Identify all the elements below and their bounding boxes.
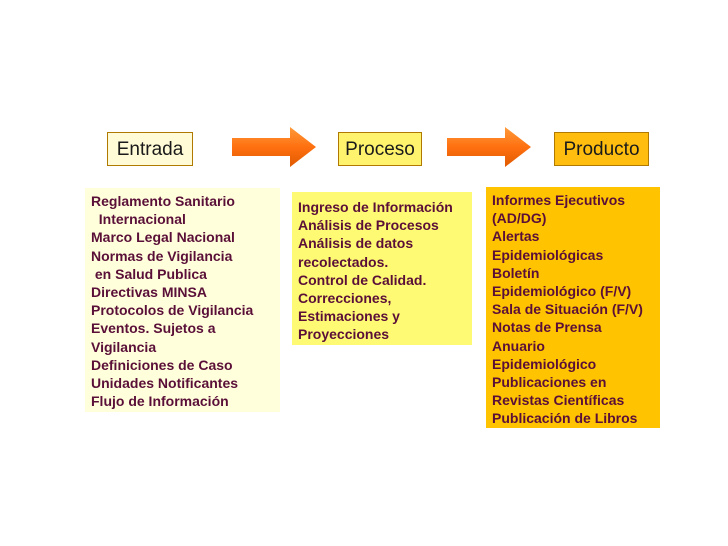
producto-item: Revistas Científicas xyxy=(492,392,625,409)
producto-item: Publicaciones en xyxy=(492,374,607,391)
producto-item: Epidemiológico xyxy=(492,355,597,372)
producto-item: Publicación de Libros xyxy=(492,410,638,427)
entrada-item: Internacional xyxy=(91,211,186,228)
entrada-item: Protocolos de Vigilancia xyxy=(91,302,254,319)
producto-item: Anuario xyxy=(492,337,545,354)
proceso-box: Ingreso de Información Análisis de Proce… xyxy=(292,192,472,345)
proceso-item: Correcciones, xyxy=(298,290,392,307)
entrada-item: Eventos. Sujetos a xyxy=(91,320,216,337)
header-producto: Producto xyxy=(554,132,649,166)
proceso-item: Proyecciones xyxy=(298,326,390,343)
entrada-item: Normas de Vigilancia xyxy=(91,247,233,264)
proceso-item: Análisis de Procesos xyxy=(298,217,439,234)
entrada-box: Reglamento Sanitario Internacional Marco… xyxy=(85,188,280,412)
producto-item: Informes Ejecutivos xyxy=(492,192,626,208)
entrada-item: Reglamento Sanitario xyxy=(91,193,235,209)
producto-item: Boletín xyxy=(492,264,540,281)
producto-item: Alertas xyxy=(492,228,540,245)
header-proceso: Proceso xyxy=(338,132,422,166)
producto-item: Epidemiológicas xyxy=(492,246,604,263)
arrow-right-icon xyxy=(232,127,316,167)
arrow-right-icon xyxy=(447,127,531,167)
proceso-item: recolectados. xyxy=(298,253,389,270)
producto-box: Informes Ejecutivos (AD/DG) Alertas Epid… xyxy=(486,187,660,428)
producto-item: (AD/DG) xyxy=(492,210,547,227)
entrada-item: Directivas MINSA xyxy=(91,284,207,301)
entrada-item: Unidades Notificantes xyxy=(91,375,239,392)
entrada-item: en Salud Publica xyxy=(91,265,207,282)
producto-item: Epidemiológico (F/V) xyxy=(492,283,632,300)
entrada-item: Vigilancia xyxy=(91,338,157,355)
proceso-item: Análisis de datos xyxy=(298,235,414,252)
entrada-item: Flujo de Información xyxy=(91,393,229,410)
proceso-item: Control de Calidad. xyxy=(298,271,427,288)
proceso-item: Estimaciones y xyxy=(298,308,400,325)
producto-item: Sala de Situación (F/V) xyxy=(492,301,643,318)
header-entrada: Entrada xyxy=(107,132,193,166)
proceso-item: Ingreso de Información xyxy=(298,199,453,215)
entrada-item: Marco Legal Nacional xyxy=(91,229,235,246)
entrada-item: Definiciones de Caso xyxy=(91,356,233,373)
producto-item: Notas de Prensa xyxy=(492,319,602,336)
